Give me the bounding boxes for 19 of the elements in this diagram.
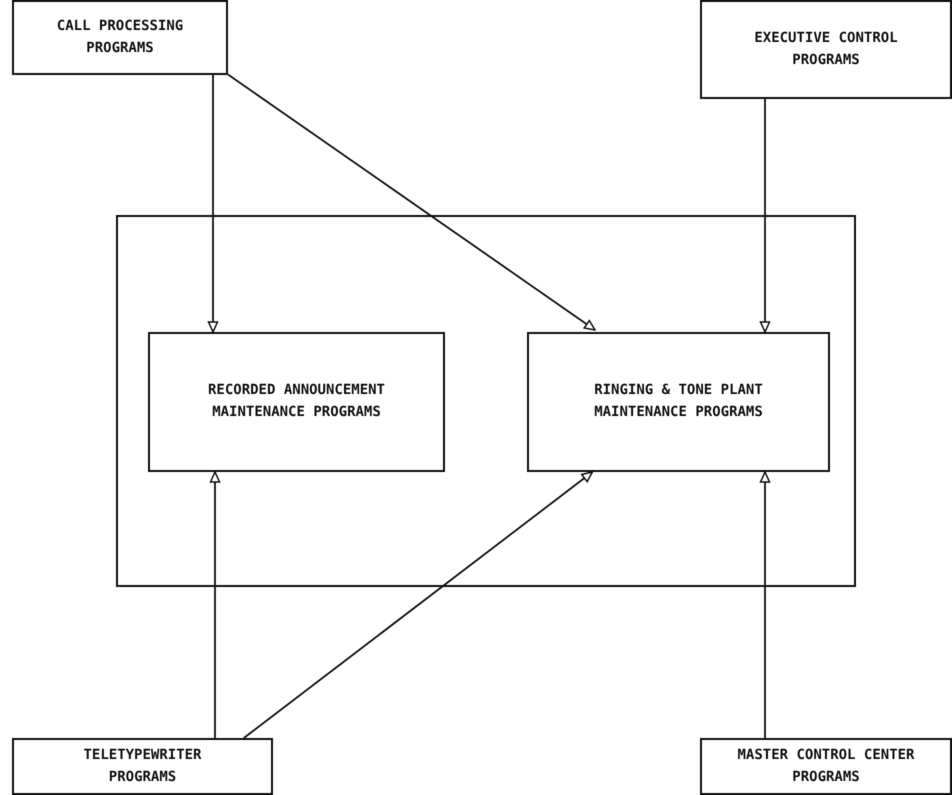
box-label: RECORDED ANNOUNCEMENT MAINTENANCE PROGRAMS (206, 381, 386, 422)
arrow (760, 471, 770, 738)
program-box (700, 0, 952, 99)
program-box (527, 332, 830, 472)
arrow (208, 75, 218, 333)
box-label: RINGING & TONE PLANT MAINTENANCE PROGRAMS (593, 381, 764, 422)
box-label: EXECUTIVE CONTROL PROGRAMS (753, 28, 899, 70)
frame-box (116, 215, 856, 587)
box-label: TELETYPEWRITER PROGRAMS (82, 746, 202, 786)
program-box (12, 0, 228, 75)
program-box (12, 738, 273, 795)
box-label: MASTER CONTROL CENTER PROGRAMS (736, 746, 916, 786)
program-box (148, 332, 445, 472)
program-box (700, 738, 952, 795)
arrow (243, 471, 594, 739)
arrow (210, 471, 220, 738)
box-label: CALL PROCESSING PROGRAMS (56, 16, 184, 58)
arrow (760, 99, 770, 333)
arrow (227, 74, 596, 331)
